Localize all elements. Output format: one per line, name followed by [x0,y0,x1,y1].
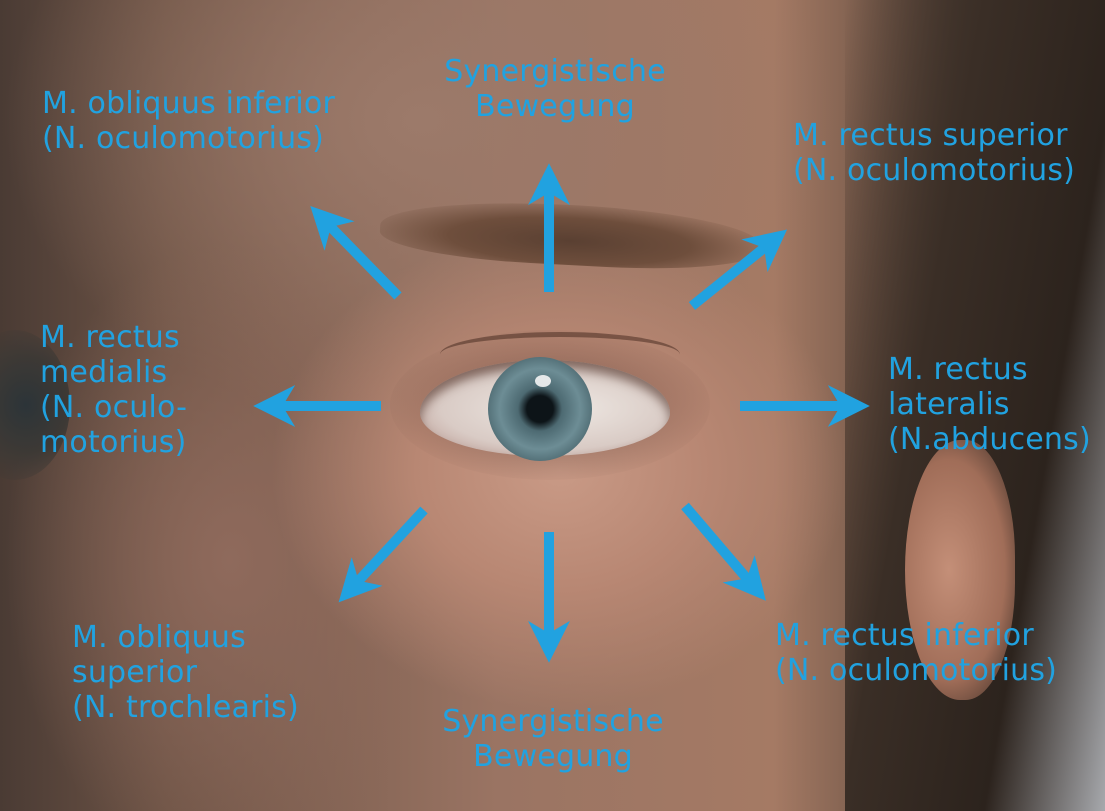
label-bottom-synergistic: Synergistische Bewegung [438,704,668,774]
arrow-up-right [692,240,774,306]
label-top-synergistic: Synergistische Bewegung [440,54,670,124]
arrow-down-right [685,506,755,588]
label-rectus-superior: M. rectus superior (N. oculomotorius) [793,118,1075,188]
label-obliquus-inferior: M. obliquus inferior (N. oculomotorius) [42,86,335,156]
label-rectus-medialis: M. rectus medialis (N. oculo- motorius) [40,320,187,460]
label-obliquus-superior: M. obliquus superior (N. trochlearis) [72,620,299,725]
label-rectus-lateralis: M. rectus lateralis (N.abducens) [888,352,1091,457]
label-rectus-inferior: M. rectus inferior (N. oculomotorius) [775,618,1057,688]
arrow-up-left [322,218,398,296]
arrow-down-left [350,510,424,590]
